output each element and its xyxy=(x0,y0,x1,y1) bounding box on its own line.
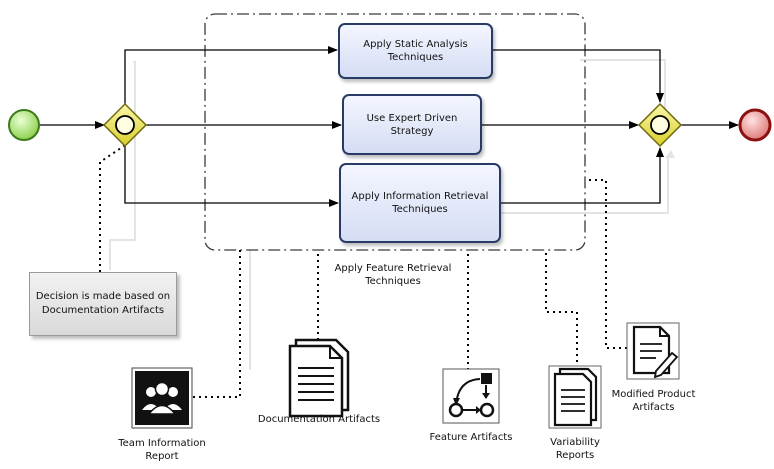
association-modified xyxy=(585,179,627,349)
decision-annotation-text: Decision is made based on Documentation … xyxy=(35,291,171,316)
association-variability xyxy=(545,250,578,368)
task-use-expert-driven-strategy-label: Use Expert Driven Strategy xyxy=(366,112,458,137)
feature-retrieval-group xyxy=(204,13,586,251)
variability-reports-icon[interactable] xyxy=(548,365,602,429)
associations xyxy=(99,145,627,398)
feature-artifacts-label: Feature Artifacts xyxy=(429,432,513,443)
task-apply-information-retrieval-label: Apply Information Retrieval Techniques xyxy=(351,191,489,215)
feature-artifacts-icon[interactable] xyxy=(442,368,500,424)
task-use-expert-driven-strategy[interactable]: Use Expert Driven Strategy xyxy=(342,94,482,155)
end-event[interactable] xyxy=(738,108,772,142)
split-gateway[interactable] xyxy=(102,102,148,148)
task-apply-static-analysis-label: Apply Static Analysis Techniques xyxy=(363,39,468,63)
modified-product-artifacts-icon[interactable] xyxy=(626,322,680,380)
documentation-artifacts-label: Documentation Artifacts xyxy=(257,414,381,425)
decision-annotation[interactable]: Decision is made based on Documentation … xyxy=(29,272,177,336)
join-gateway[interactable] xyxy=(637,102,683,148)
variability-reports-label: Variability Reports xyxy=(550,437,600,461)
task-apply-static-analysis[interactable]: Apply Static Analysis Techniques xyxy=(338,23,493,79)
boundary-marker xyxy=(665,150,675,158)
flow-information-retrieval-to-join xyxy=(501,147,664,204)
modified-product-artifacts-label: Modified Product Artifacts xyxy=(611,389,696,413)
task-apply-information-retrieval[interactable]: Apply Information Retrieval Techniques xyxy=(339,163,501,243)
flow-static-analysis-to-join xyxy=(493,49,664,103)
association-annotation xyxy=(99,145,125,272)
association-team-report xyxy=(193,250,241,398)
team-information-report-label: Team Information Report xyxy=(118,438,206,462)
start-event[interactable] xyxy=(8,109,40,141)
flow-gateway-to-information-retrieval xyxy=(124,146,339,207)
group-label: Apply Feature Retrieval Techniques xyxy=(334,263,452,287)
flow-gateway-to-static-analysis xyxy=(124,46,338,104)
flow-shadows xyxy=(109,59,669,370)
team-information-report-icon[interactable] xyxy=(131,367,193,429)
documentation-artifacts-icon[interactable] xyxy=(288,338,350,418)
